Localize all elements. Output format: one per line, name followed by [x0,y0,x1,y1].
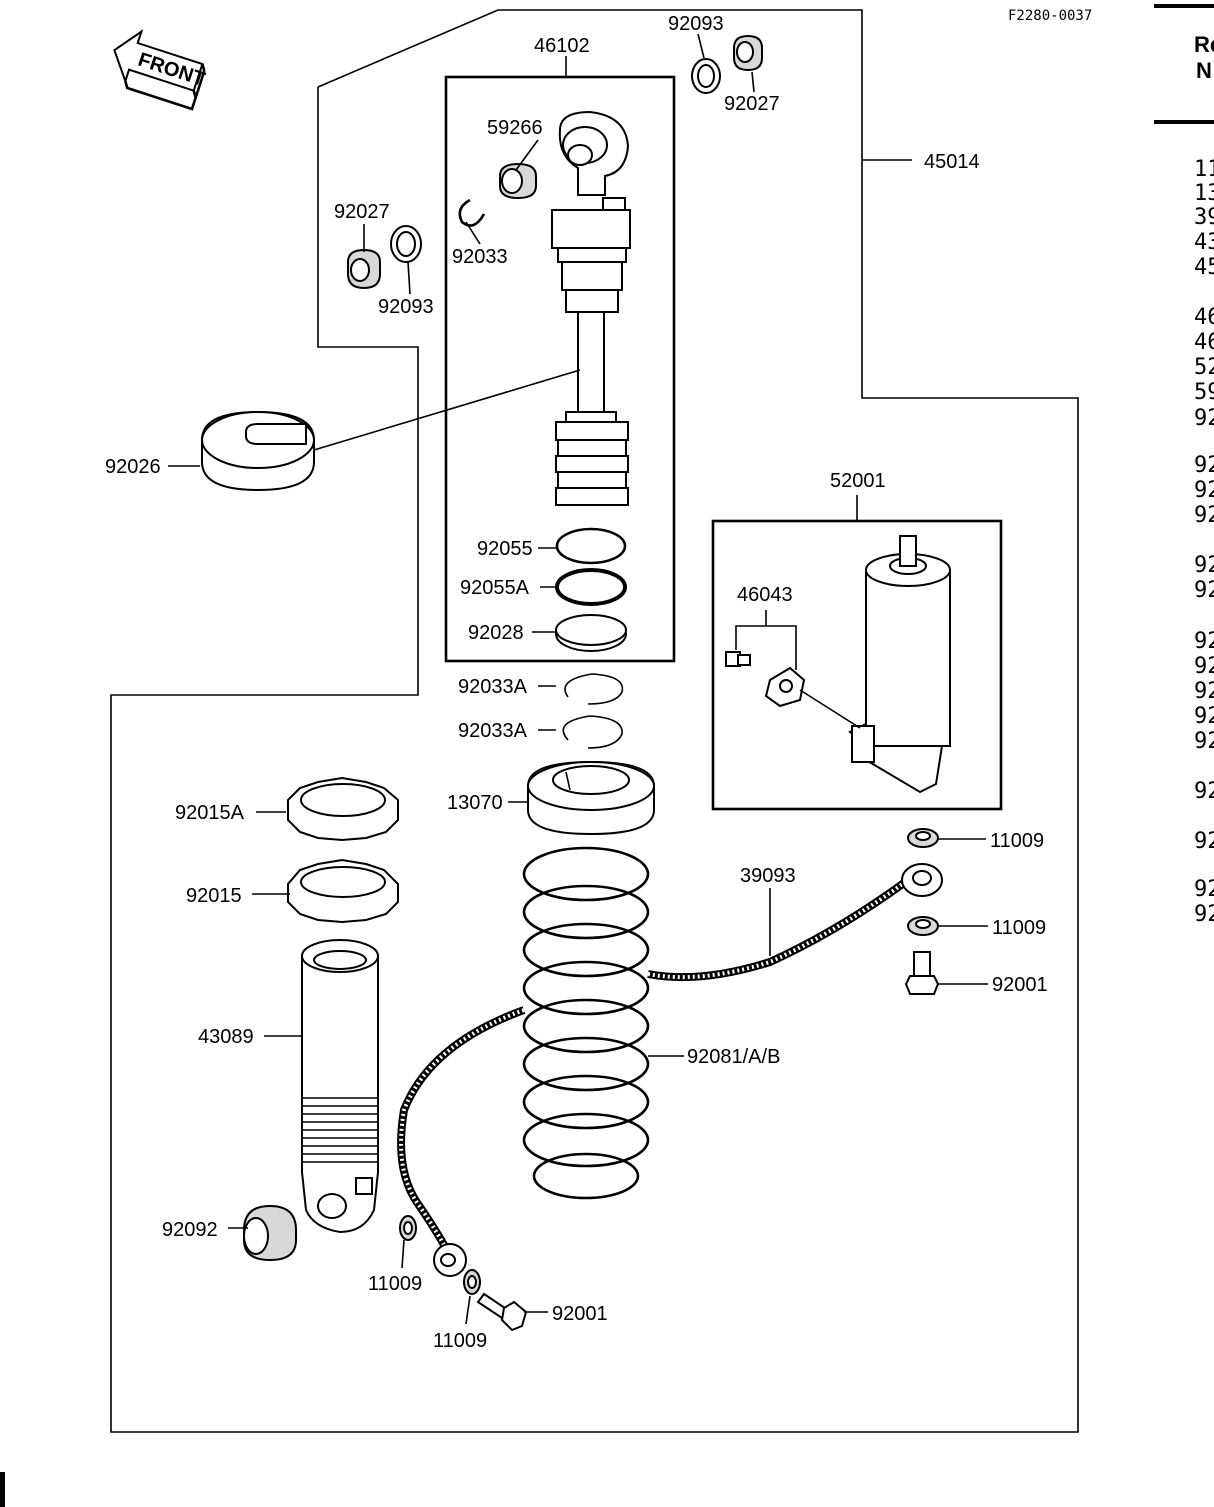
ref-fragment: 52 [1194,355,1214,380]
part-92055-o-ring [555,527,627,565]
part-92027-top-bushing [733,34,763,72]
part-11009-washer-r2 [907,916,939,936]
ref-fragment: 92 [1194,704,1214,729]
part-92026-spring-plate [201,410,315,492]
ref-fragment: 13 [1194,181,1214,206]
part-92081-coil-spring [522,846,650,1200]
label-92027-left: 92027 [334,201,390,223]
leader-lines [168,33,988,1325]
ref-fragment: 92 [1194,877,1214,902]
part-92033-circlip [458,198,486,227]
part-92001-bolt-right [904,951,940,995]
part-11009-washer-b1 [399,1215,417,1241]
label-92033A-2: 92033A [458,720,528,742]
edge-mark [0,1472,5,1507]
part-43089-cylinder-body [301,939,379,1234]
ref-fragment: 43 [1194,230,1214,255]
label-39093: 39093 [740,865,796,887]
figure-code: F2280-0037 [1008,8,1092,24]
ref-fragment: 11 [1194,157,1214,182]
label-11009-r1: 11009 [990,830,1044,852]
ref-fragment: 92 [1194,453,1214,478]
ref-fragment: 92 [1194,629,1214,654]
part-46043-adjuster [725,610,861,729]
reservoir-box-52001 [711,519,1003,811]
part-11009-washer-r1 [907,828,939,848]
ref-fragment: 92 [1194,829,1214,854]
label-46102: 46102 [534,35,590,57]
ref-fragment: 92 [1194,406,1214,431]
reference-column: Re N 11 13 39 43 45 46 46 52 59 92 92 92… [1154,4,1214,927]
part-92027-left-bushing [347,248,381,290]
ref-fragment: 92 [1194,503,1214,528]
ref-header-2: N [1196,58,1212,83]
part-92033A-circlip-1 [564,673,624,705]
part-13070-spring-seat [527,760,655,836]
label-92001-bottom: 92001 [552,1303,608,1325]
shock-unit-box-46102 [444,75,676,663]
label-59266: 59266 [487,117,543,139]
part-11009-washer-b2 [463,1269,481,1295]
ref-fragment: 92 [1194,654,1214,679]
label-43089: 43089 [198,1026,254,1048]
ref-fragment: 39 [1194,205,1214,230]
part-92015-locknut [287,858,399,924]
label-92027-top: 92027 [724,93,780,115]
ref-fragment: 92 [1194,578,1214,603]
label-92033: 92033 [452,246,508,268]
ref-fragment: 92 [1194,679,1214,704]
part-59266-bushing [499,162,537,200]
label-92093-left: 92093 [378,296,434,318]
label-92015A: 92015A [175,802,245,824]
label-92092: 92092 [162,1219,218,1241]
label-46043: 46043 [737,584,793,606]
part-92015A-locknut [287,776,399,842]
ref-fragment: 59 [1194,380,1214,405]
ref-fragment: 92 [1194,553,1214,578]
label-45014: 45014 [924,151,980,173]
part-52001-reservoir [848,535,951,794]
part-92093-top-seal [691,58,721,94]
label-92081: 92081/A/B [687,1046,780,1068]
label-92028: 92028 [468,622,524,644]
label-92026: 92026 [105,456,161,478]
label-11009-r2: 11009 [992,917,1046,939]
shock-absorber-unit [551,110,631,506]
ref-fragment: 92 [1194,902,1214,927]
ref-fragment: 46 [1194,305,1214,330]
label-92015: 92015 [186,885,242,907]
label-11009-b1: 11009 [368,1273,422,1295]
label-11009-b2: 11009 [433,1330,487,1352]
part-92055A-o-ring [555,568,627,606]
ref-fragment: 45 [1194,255,1214,280]
label-92055A: 92055A [460,577,530,599]
label-92001-right: 92001 [992,974,1048,996]
label-13070: 13070 [447,792,503,814]
ref-header-1: Re [1194,32,1214,57]
part-39093-hose [647,876,911,982]
ref-fragment: 92 [1194,729,1214,754]
ref-fragment: 46 [1194,330,1214,355]
ref-fragment: 92 [1194,779,1214,804]
assembly-boundary-45014 [110,9,1079,1433]
front-direction-arrow: FRONT [113,29,208,111]
ref-fragment: 92 [1194,478,1214,503]
label-92033A-1: 92033A [458,676,528,698]
part-92033A-circlip-2 [562,715,623,749]
part-92093-left-seal [390,225,422,263]
part-92001-bolt-bottom [476,1292,528,1332]
part-92028-ring [555,614,627,652]
part-92092-bushing [243,1204,297,1262]
label-92055: 92055 [477,538,533,560]
label-52001: 52001 [830,470,886,492]
label-92093-top: 92093 [668,13,724,35]
